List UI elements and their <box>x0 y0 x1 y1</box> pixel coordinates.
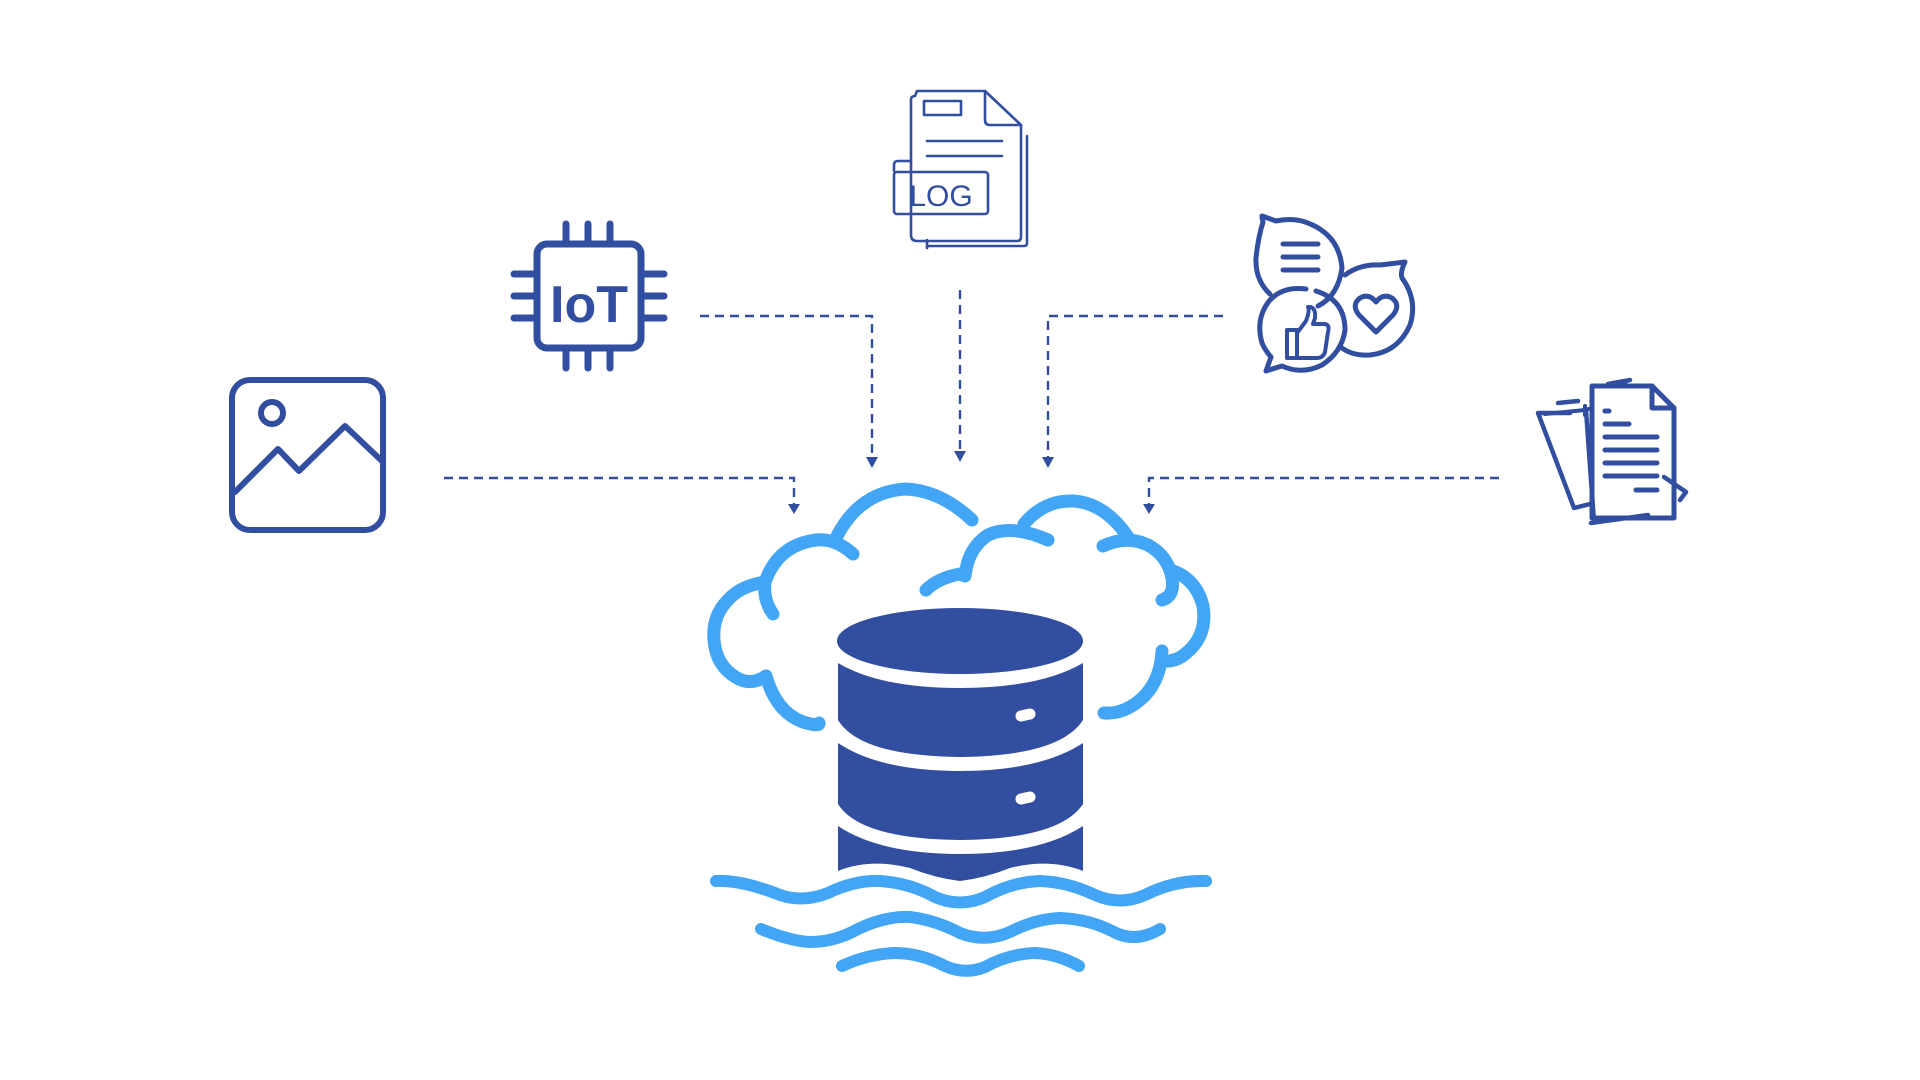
database-cloud-lake-icon <box>707 482 1212 977</box>
connector-log <box>954 290 966 462</box>
log-label: LOG <box>909 180 972 213</box>
social-media-chat-icon <box>1253 213 1416 374</box>
iot-label: IoT <box>550 276 628 334</box>
cloud-left-icon <box>707 482 979 732</box>
cloud-right-icon <box>919 494 1211 720</box>
log-file-icon: LOG <box>892 89 1029 250</box>
connector-image <box>444 476 800 514</box>
documents-icon <box>1535 377 1689 526</box>
connector-iot <box>700 314 878 468</box>
database-cylinder-icon <box>837 608 1083 881</box>
lake-waves-icon <box>710 874 1212 977</box>
connector-documents <box>1143 476 1499 514</box>
iot-chip-icon: IoT <box>510 220 668 372</box>
image-icon <box>229 377 386 533</box>
connector-social <box>1042 314 1223 468</box>
